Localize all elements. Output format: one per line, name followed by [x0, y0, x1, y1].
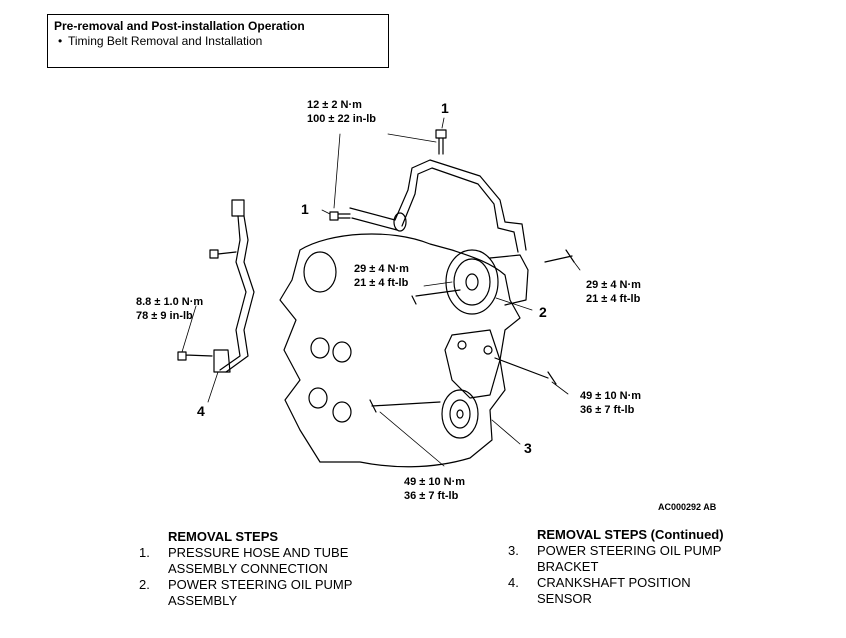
step-text-line2: ASSEMBLY CONNECTION — [168, 561, 328, 576]
engine-bore — [303, 251, 337, 293]
leader-line — [551, 381, 569, 395]
step-text-line1: PRESSURE HOSE AND TUBE — [168, 545, 349, 560]
torque-label-bracket-left-ftlb: 36 ± 7 ft-lb — [404, 490, 459, 502]
pump-pulley-outer — [445, 249, 499, 315]
leader-line — [387, 133, 437, 143]
pump-bolt-right — [544, 249, 575, 263]
step-number: 1. — [139, 545, 150, 560]
leader-line — [441, 117, 445, 129]
hose-fitting — [393, 212, 407, 232]
callout-3: 3 — [524, 440, 532, 456]
bracket-bolt-left — [369, 399, 441, 413]
bracket-hole — [483, 345, 493, 355]
pressure-tube — [401, 167, 519, 253]
sensor-bolt — [177, 351, 213, 361]
step-number: 3. — [508, 543, 519, 558]
leader-line — [207, 371, 219, 403]
step-text-line2: BRACKET — [537, 559, 599, 574]
idler-pulley-hub — [456, 409, 464, 419]
sensor-harness — [225, 215, 255, 373]
leader-line — [491, 419, 521, 445]
leader-line — [321, 209, 331, 215]
bracket-bolt-right — [494, 357, 557, 385]
pre-removal-title: Pre-removal and Post-installation Operat… — [54, 19, 305, 33]
pump-body — [489, 254, 529, 306]
sensor-harness — [219, 215, 247, 371]
torque-label-bolt1-nm: 12 ± 2 N·m — [307, 99, 362, 111]
step-text-line1: POWER STEERING OIL PUMP — [537, 543, 722, 558]
leader-line — [423, 281, 453, 287]
step-text-line1: POWER STEERING OIL PUMP — [168, 577, 353, 592]
callout-2: 2 — [539, 304, 547, 320]
pump-bolt-left — [411, 289, 461, 305]
torque-label-bracket-right-nm: 49 ± 10 N·m — [580, 390, 642, 402]
step-text-line2: ASSEMBLY — [168, 593, 238, 608]
step-text-line1: CRANKSHAFT POSITION — [537, 575, 691, 590]
pre-removal-box: Pre-removal and Post-installation Operat… — [47, 14, 389, 68]
torque-label-bracket-right-ftlb: 36 ± 7 ft-lb — [580, 404, 635, 416]
pre-removal-item-text: Timing Belt Removal and Installation — [68, 34, 263, 48]
pressure-tube — [394, 159, 527, 251]
engine-bore — [332, 341, 352, 363]
torque-label-pump-right-ftlb: 21 ± 4 ft-lb — [586, 293, 641, 305]
engine-bore — [332, 401, 352, 423]
torque-label-sensor-inlb: 78 ± 9 in-lb — [136, 310, 193, 322]
pump-bracket — [444, 329, 501, 399]
engine-bore — [308, 387, 328, 409]
step-number: 4. — [508, 575, 519, 590]
torque-label-bolt1-inlb: 100 ± 22 in-lb — [307, 113, 377, 125]
engine-bore — [310, 337, 330, 359]
torque-label-sensor-nm: 8.8 ± 1.0 N·m — [136, 296, 204, 308]
leader-line — [573, 261, 581, 271]
pump-pulley-mid — [453, 258, 491, 306]
pre-removal-item: • Timing Belt Removal and Installation — [58, 34, 382, 49]
removal-steps-heading: REMOVAL STEPS — [168, 529, 279, 544]
leader-line — [181, 305, 197, 353]
step-number: 2. — [139, 577, 150, 592]
bracket-hole — [457, 340, 467, 350]
callout-1-top: 1 — [441, 100, 449, 116]
figure-code: AC000292 AB — [658, 502, 717, 512]
pressure-tube — [349, 207, 398, 231]
idler-pulley-outer — [441, 389, 479, 439]
removal-steps-continued-heading: REMOVAL STEPS (Continued) — [537, 527, 724, 542]
torque-label-pump-left-ftlb: 21 ± 4 ft-lb — [354, 277, 409, 289]
bolt-1-top — [435, 129, 447, 155]
sensor-body — [213, 349, 231, 373]
idler-pulley-inner — [449, 399, 471, 429]
bullet-icon: • — [58, 34, 63, 48]
bolt-1-left — [329, 211, 351, 221]
callout-4: 4 — [197, 403, 205, 419]
callout-1-left: 1 — [301, 201, 309, 217]
leader-line — [333, 133, 341, 209]
torque-label-pump-right-nm: 29 ± 4 N·m — [586, 279, 641, 291]
engine-block-outline — [279, 233, 521, 468]
torque-label-bracket-left-nm: 49 ± 10 N·m — [404, 476, 466, 488]
step-text-line2: SENSOR — [537, 591, 592, 606]
torque-label-pump-left-nm: 29 ± 4 N·m — [354, 263, 409, 275]
leader-line — [379, 411, 445, 467]
harness-clip-bolt — [209, 249, 237, 259]
pump-pulley-hub — [465, 273, 479, 291]
leader-line — [495, 297, 533, 311]
sensor-connector — [231, 199, 245, 217]
